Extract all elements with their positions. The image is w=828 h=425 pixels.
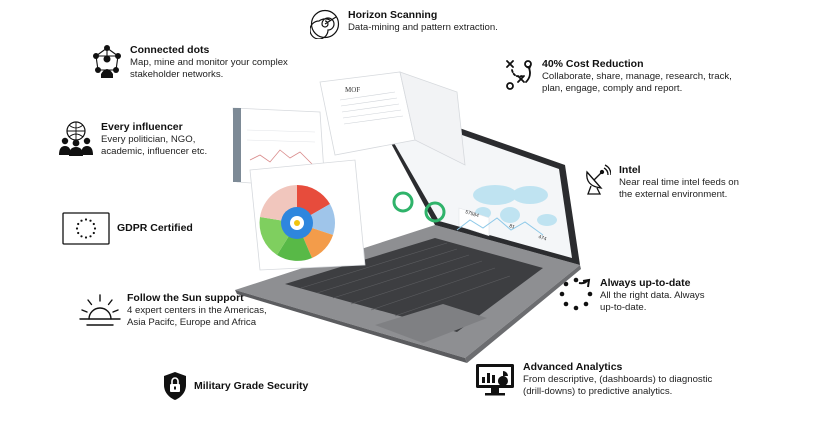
feature-title: GDPR Certified — [117, 222, 193, 234]
feature-horizon-scanning: Horizon Scanning Data-mining and pattern… — [310, 9, 528, 39]
feature-always-up-to-date: Always up-to-date All the right data. Al… — [559, 277, 718, 315]
feature-advanced-analytics: Advanced Analytics From descriptive, (da… — [475, 361, 723, 399]
people-group-icon — [59, 121, 93, 156]
feature-desc: All the right data. Always up-to-date. — [600, 290, 705, 314]
feature-desc: From descriptive, (dashboards) to diagno… — [523, 374, 713, 398]
stat-3: 474 — [537, 234, 547, 242]
sunrise-icon — [79, 294, 121, 326]
world-map — [473, 185, 557, 226]
feature-every-influencer: Every influencer Every politician, NGO, … — [57, 121, 231, 159]
eu-flag-icon — [62, 212, 110, 245]
floating-panel-sunburst — [249, 159, 366, 271]
feature-title: Military Grade Security — [194, 379, 309, 392]
feature-title: Always up-to-date — [600, 277, 691, 289]
feature-follow-the-sun: Follow the Sun support 4 expert centers … — [79, 292, 277, 330]
doc-title: MOF — [345, 86, 360, 94]
satellite-dish-icon — [586, 164, 611, 195]
refresh-icon — [559, 277, 593, 311]
shield-lock-icon — [164, 372, 186, 400]
feature-desc: Map, mine and monitor your complex stake… — [130, 57, 288, 81]
feature-title: Advanced Analytics — [523, 361, 623, 373]
stat-2: 81 — [508, 223, 515, 230]
feature-title: Connected dots — [130, 44, 210, 56]
strategy-play-icon — [506, 60, 532, 90]
feature-title: 40% Cost Reduction — [542, 58, 644, 70]
spiral-scan-icon — [310, 9, 340, 39]
feature-connected-dots: Connected dots Map, mine and monitor you… — [92, 44, 308, 82]
feature-desc: Data-mining and pattern extraction. — [348, 22, 498, 33]
feature-title: Intel — [619, 164, 641, 176]
feature-cost-reduction: 40% Cost Reduction Collaborate, share, m… — [504, 58, 742, 96]
feature-military-security: Military Grade Security — [163, 371, 308, 401]
floating-panel-docs: MOF — [319, 71, 466, 166]
feature-desc: Near real time intel feeds on the extern… — [619, 177, 739, 201]
feature-intel: Intel Near real time intel feeds on the … — [583, 164, 751, 202]
feature-desc: Collaborate, share, manage, research, tr… — [542, 71, 732, 95]
feature-title: Follow the Sun support — [127, 292, 244, 304]
feature-gdpr: GDPR Certified — [62, 212, 193, 245]
laptop-illustration: 57584 81 474 MOF — [232, 71, 581, 363]
feature-desc: Every politician, NGO, academic, influen… — [101, 134, 208, 158]
stat-1: 57584 — [464, 209, 479, 219]
laptop-base — [235, 225, 581, 363]
monitor-chart-icon — [476, 364, 514, 396]
feature-title: Every influencer — [101, 121, 183, 133]
feature-desc: 4 expert centers in the Americas, Asia P… — [127, 305, 267, 329]
feature-title: Horizon Scanning — [348, 9, 438, 21]
network-person-icon — [93, 45, 121, 78]
